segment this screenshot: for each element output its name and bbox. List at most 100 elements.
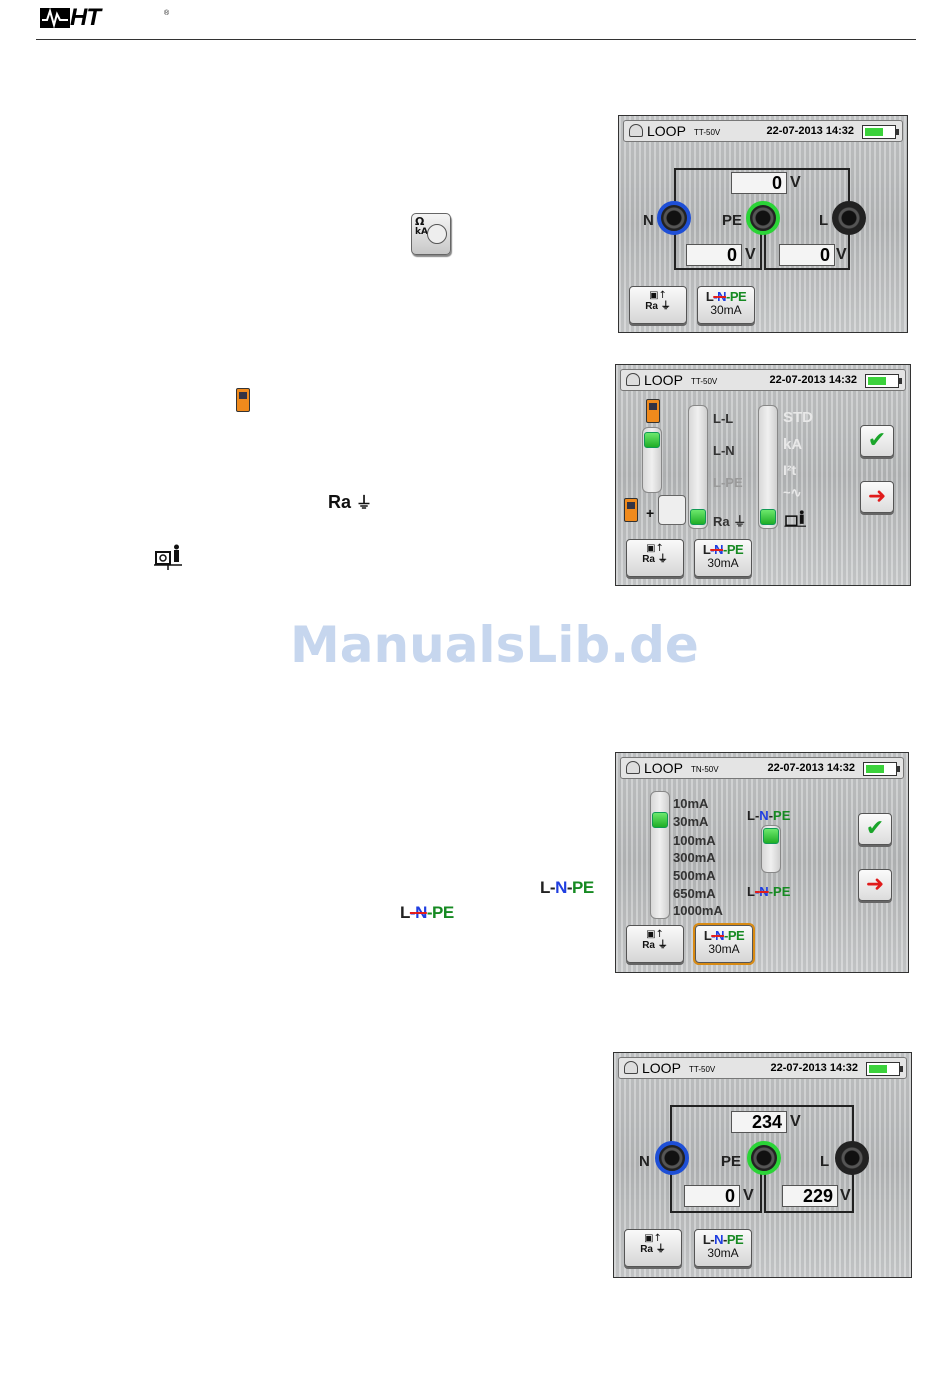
- wire-left: [670, 1161, 762, 1213]
- ra-earth-button[interactable]: ▣↑ Ra ⏚: [626, 925, 684, 963]
- exit-icon[interactable]: ➜: [858, 869, 892, 901]
- dash: -: [723, 542, 727, 557]
- ground-symbol-icon: ⏚: [733, 514, 747, 529]
- type-slider[interactable]: [761, 825, 781, 873]
- ra-text: Ra: [640, 1244, 653, 1255]
- ra-earth-button[interactable]: ▣↑ Ra ⏚: [629, 286, 687, 324]
- current-500ma[interactable]: 500mA: [673, 868, 716, 883]
- slider-knob[interactable]: [690, 509, 706, 525]
- title-bar: LOOP TT-50V 22-07-2013 14:32: [620, 369, 906, 391]
- current-300ma[interactable]: 300mA: [673, 850, 716, 865]
- pe: PE: [773, 884, 791, 899]
- mode-ra[interactable]: Ra ⏚: [713, 511, 746, 530]
- dash: -: [713, 289, 718, 304]
- ra-earth-button[interactable]: ▣↑ Ra ⏚: [626, 539, 684, 577]
- rcd-current: 30mA: [707, 556, 739, 570]
- slider-knob[interactable]: [652, 812, 668, 828]
- submode-wave[interactable]: ~∿: [783, 485, 802, 500]
- ra-label: Ra ⏚: [627, 940, 683, 951]
- slider-knob[interactable]: [760, 509, 776, 525]
- rcd-type-button[interactable]: L-N-PE 30mA: [694, 539, 752, 577]
- battery-icon: [862, 125, 899, 139]
- label-pe: PE: [722, 212, 743, 229]
- type-lnpe-normal[interactable]: L-N-PE: [747, 808, 790, 823]
- slider-knob[interactable]: [644, 432, 660, 448]
- screen-title: LOOP: [644, 760, 683, 776]
- ra-inline-text: Ra: [328, 492, 352, 512]
- datetime: 22-07-2013 14:32: [767, 762, 855, 774]
- screen-subtitle: TN-50V: [691, 765, 719, 774]
- slider-knob[interactable]: [763, 828, 779, 844]
- label-l: L: [819, 212, 829, 229]
- confirm-check-icon[interactable]: ✔: [858, 813, 892, 845]
- current-650ma[interactable]: 650mA: [673, 886, 716, 901]
- wire-right: [764, 1161, 854, 1213]
- rcd-type-button[interactable]: L-N-PE 30mA: [694, 1229, 752, 1267]
- ht-logo-wave-icon: [40, 7, 70, 29]
- terminal-n: [655, 1141, 689, 1175]
- current-1000ma[interactable]: 1000mA: [673, 903, 723, 918]
- current-10ma[interactable]: 10mA: [673, 796, 709, 811]
- submode-slider[interactable]: [758, 405, 778, 529]
- pe: PE: [773, 808, 791, 823]
- datetime: 22-07-2013 14:32: [769, 374, 857, 386]
- earth-rod-icon: [154, 544, 182, 570]
- lnpe-label: L-N-PE: [698, 290, 754, 304]
- screen-loop-voltages-2: LOOP TT-50V 22-07-2013 14:32 234 V 0 V 2…: [613, 1052, 912, 1278]
- connection-slider[interactable]: [642, 427, 662, 493]
- ra-text: Ra: [642, 940, 655, 951]
- screen-title: LOOP: [647, 123, 686, 139]
- socket-icon: [629, 124, 643, 137]
- ground-symbol-icon: ⏚: [657, 554, 668, 565]
- rcd-type-button[interactable]: L-N-PE 30mA: [697, 286, 755, 324]
- submode-ka[interactable]: kA: [783, 436, 803, 453]
- l: L: [703, 928, 712, 943]
- instrument-icon: [236, 388, 250, 412]
- dash: -: [768, 808, 774, 823]
- screen-subtitle: TT-50V: [691, 377, 718, 386]
- dash: -: [723, 1232, 727, 1247]
- ra-earth-button[interactable]: ▣↑ Ra ⏚: [624, 1229, 682, 1267]
- exit-icon[interactable]: ➜: [860, 481, 894, 513]
- loop-function-icon: Ω kA: [411, 213, 451, 255]
- datetime: 22-07-2013 14:32: [770, 1062, 858, 1074]
- mode-slider[interactable]: [688, 405, 708, 529]
- confirm-check-icon[interactable]: ✔: [860, 425, 894, 457]
- screen-subtitle: TT-50V: [689, 1065, 716, 1074]
- submode-std[interactable]: STD: [783, 409, 813, 426]
- lnpe-l: L: [540, 878, 550, 897]
- screen-subtitle: TT-50V: [694, 128, 721, 137]
- screen-loop-config: LOOP TT-50V 22-07-2013 14:32 + L-L L-N L…: [615, 364, 911, 586]
- rcd-type-button[interactable]: L-N-PE 30mA: [693, 923, 755, 965]
- unit-v: V: [743, 1187, 754, 1204]
- current-100ma[interactable]: 100mA: [673, 833, 716, 848]
- lnpe-dash1: -: [409, 903, 416, 922]
- voltage-n-l: 0: [731, 172, 787, 194]
- earth-rod-icon: [784, 510, 806, 527]
- submode-i2t[interactable]: I²t: [783, 462, 797, 478]
- unit-v: V: [790, 174, 801, 191]
- instrument-icon: [646, 399, 660, 423]
- l: L: [747, 884, 755, 899]
- type-lnpe-crossed[interactable]: L-N-PE: [747, 884, 790, 899]
- ra-label: Ra ⏚: [625, 1244, 681, 1255]
- mode-l-n[interactable]: L-N: [713, 443, 735, 458]
- current-slider[interactable]: [650, 791, 670, 919]
- ground-symbol-icon: ⏚: [356, 495, 373, 512]
- wire-left: [674, 220, 762, 270]
- voltage-l-pe: 229: [782, 1185, 838, 1207]
- current-30ma[interactable]: 30mA: [673, 814, 709, 829]
- ht-logo: HT ®: [40, 4, 169, 32]
- pe: PE: [726, 542, 744, 557]
- dash: -: [710, 542, 715, 557]
- voltage-n-pe: 0: [686, 244, 742, 266]
- datetime: 22-07-2013 14:32: [766, 125, 854, 137]
- mode-l-l[interactable]: L-L: [713, 411, 734, 426]
- lnpe-inline-normal: L-N-PE: [540, 878, 594, 898]
- mode-l-pe[interactable]: L-PE: [713, 475, 743, 490]
- dash: -: [754, 808, 760, 823]
- socket-icon: [624, 1061, 638, 1074]
- l: L: [747, 808, 755, 823]
- l: L: [702, 542, 711, 557]
- ground-symbol-icon: ⏚: [655, 1244, 666, 1255]
